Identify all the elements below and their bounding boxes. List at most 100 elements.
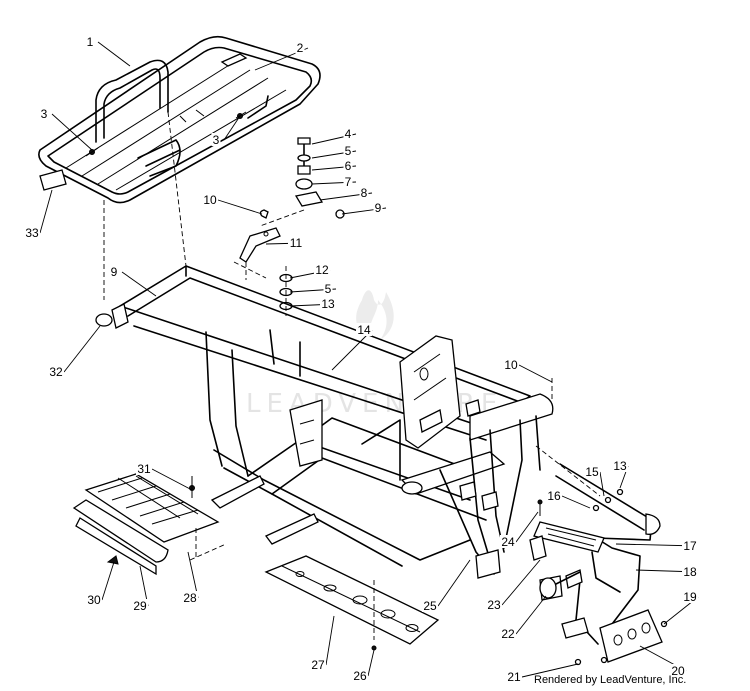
callout-leader-30 <box>101 561 115 601</box>
callout-leader-3 <box>223 115 241 141</box>
callout-6: 6 <box>345 159 352 173</box>
rack-bolts <box>85 111 247 157</box>
callout-5: 5 <box>325 282 332 296</box>
callout-bg-20 <box>670 664 686 677</box>
callout-7: 7 <box>345 175 352 189</box>
rear-rack <box>38 35 321 204</box>
callout-bg-23 <box>486 598 502 611</box>
callout-18: 18 <box>683 565 697 579</box>
callout-bg-33 <box>24 226 40 239</box>
callout-8: 8 <box>361 186 368 200</box>
callout-29: 29 <box>133 599 147 613</box>
callout-bg-28 <box>182 591 198 604</box>
callout-bg-5 <box>343 144 353 157</box>
render-credit: Rendered by LeadVenture, Inc. <box>534 674 687 686</box>
callout-bg-12 <box>314 263 330 276</box>
callout-bg-2 <box>295 41 305 54</box>
callout-leader-26 <box>367 649 375 677</box>
callout-bg-25 <box>422 599 438 612</box>
callout-23: 23 <box>487 598 501 612</box>
callout-10: 10 <box>203 193 217 207</box>
callout-bg-6 <box>343 159 353 172</box>
callout-bg-3 <box>211 133 221 146</box>
rear-footrest <box>72 473 227 576</box>
callout-19: 19 <box>683 590 697 604</box>
callout-bg-1 <box>85 35 95 48</box>
callout-21: 21 <box>507 670 521 684</box>
callout-15: 15 <box>585 465 599 479</box>
callout-bg-22 <box>500 627 516 640</box>
callout-leader-25 <box>437 559 471 607</box>
front-footpeg <box>529 499 605 601</box>
callout-28: 28 <box>183 591 197 605</box>
callout-leader-3 <box>51 113 93 151</box>
callout-31: 31 <box>137 462 151 476</box>
callout-33: 33 <box>25 226 39 240</box>
callout-2: 2 <box>297 41 304 55</box>
main-frame <box>95 265 554 579</box>
callout-13: 13 <box>613 459 627 473</box>
callout-bg-3 <box>39 107 49 120</box>
skid-plate <box>264 555 440 651</box>
callout-bg-18 <box>682 565 698 578</box>
callout-bg-15 <box>584 465 600 478</box>
callout-27: 27 <box>311 658 325 672</box>
callout-bg-13 <box>612 459 628 472</box>
callout-bg-11 <box>288 236 304 249</box>
callout-leader-31 <box>151 468 193 491</box>
callout-bg-29 <box>132 599 148 612</box>
callout-32: 32 <box>49 365 63 379</box>
callout-bg-32 <box>48 365 64 378</box>
callout-leader-21 <box>521 663 579 678</box>
callout-bg-8 <box>359 186 369 199</box>
callout-leader-33 <box>39 189 53 234</box>
callout-25: 25 <box>423 599 437 613</box>
callout-leader-27 <box>325 615 335 666</box>
callout-24: 24 <box>501 535 515 549</box>
callout-bg-30 <box>86 593 102 606</box>
callout-leader-16 <box>561 495 591 509</box>
callout-11: 11 <box>290 236 303 250</box>
callout-3: 3 <box>41 107 48 121</box>
callout-16: 16 <box>547 489 561 503</box>
callout-3: 3 <box>213 133 220 147</box>
callout-bg-9 <box>109 265 119 278</box>
callout-12: 12 <box>315 263 329 277</box>
callout-14: 14 <box>357 323 371 337</box>
callout-9: 9 <box>375 201 382 215</box>
callout-bg-10 <box>503 358 519 371</box>
callout-bg-4 <box>343 127 353 140</box>
callout-1: 1 <box>87 35 94 49</box>
callout-30: 30 <box>87 593 101 607</box>
callout-bg-17 <box>682 539 698 552</box>
callout-bg-21 <box>506 670 522 683</box>
callout-13: 13 <box>321 297 335 311</box>
callout-bg-9 <box>373 201 383 214</box>
callout-17: 17 <box>683 539 697 553</box>
callout-bg-5 <box>323 282 333 295</box>
callout-bg-24 <box>500 535 516 548</box>
callout-bg-14 <box>356 323 372 336</box>
callout-bg-27 <box>310 658 326 671</box>
rack-bracket <box>239 209 281 280</box>
callout-leader-10 <box>518 364 553 383</box>
callout-leader-10 <box>217 199 263 215</box>
callout-9: 9 <box>111 265 118 279</box>
reflector <box>39 169 67 191</box>
callout-leader-14 <box>331 329 373 371</box>
front-bumper <box>535 445 668 666</box>
callout-leader-1 <box>97 41 131 67</box>
callout-10: 10 <box>504 358 518 372</box>
callout-leader-28 <box>187 551 199 599</box>
assembly-lines <box>103 111 553 560</box>
callout-22: 22 <box>501 627 515 641</box>
callout-leader-23 <box>501 559 541 606</box>
callout-bg-7 <box>343 175 353 188</box>
callout-leader-32 <box>63 325 101 373</box>
callout-bg-31 <box>136 462 152 475</box>
washer-stack <box>279 266 293 316</box>
callout-bg-16 <box>546 489 562 502</box>
callout-26: 26 <box>353 669 367 683</box>
